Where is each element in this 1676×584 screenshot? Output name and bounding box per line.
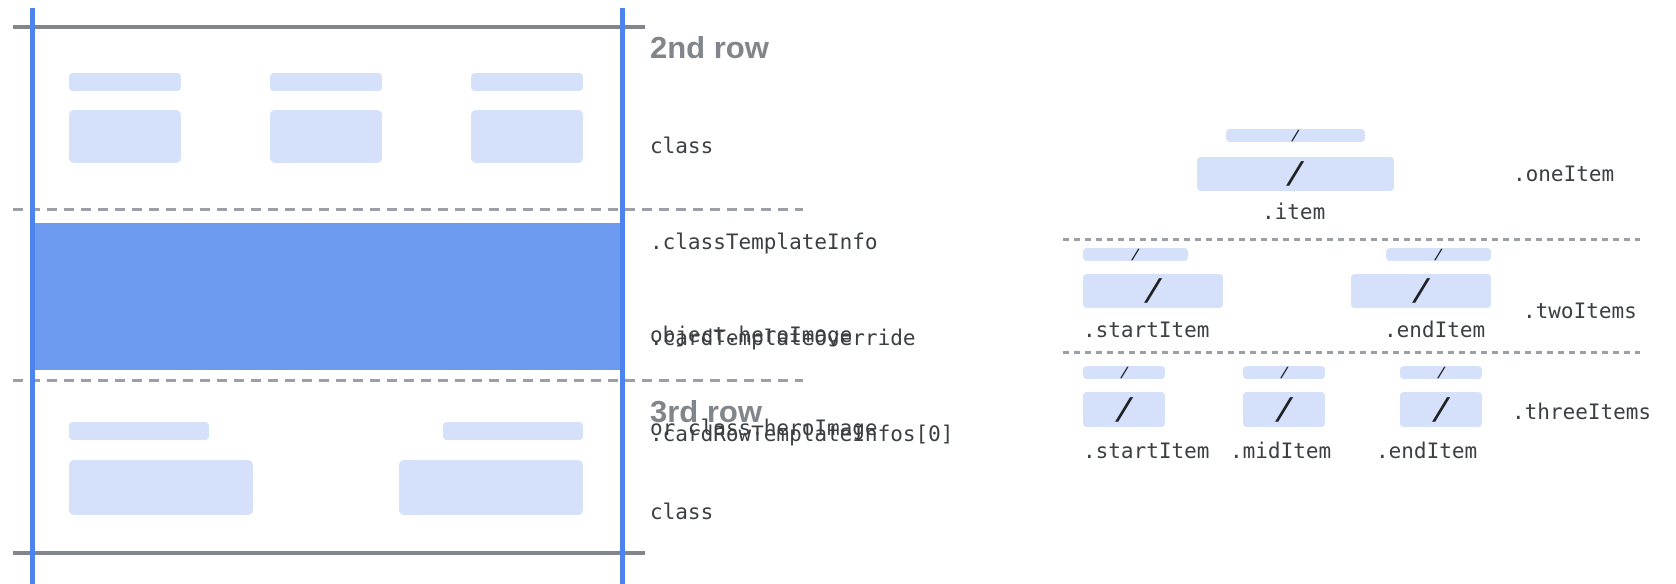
row-separator-1 bbox=[13, 208, 803, 211]
slash-glyph: / bbox=[1112, 391, 1136, 427]
field-value-placeholder bbox=[399, 460, 583, 515]
field-value-placeholder bbox=[69, 110, 181, 163]
enditem-label: .endItem bbox=[1384, 318, 1486, 342]
threeitems-row-label: .threeItems bbox=[1512, 400, 1652, 424]
code-line: or class.heroImage bbox=[650, 416, 878, 440]
items-separator-2 bbox=[1063, 351, 1640, 354]
threeitems-start-label-bar: / bbox=[1083, 364, 1165, 381]
twoitems-start-value-bar: / bbox=[1083, 273, 1223, 308]
oneitem-value-bar: / bbox=[1197, 156, 1394, 191]
field-value-placeholder bbox=[270, 110, 382, 163]
field-label-placeholder bbox=[471, 73, 583, 91]
twoitems-end-value-bar: / bbox=[1351, 273, 1491, 308]
threeitems-mid-label-bar: / bbox=[1243, 364, 1325, 381]
items-separator-1 bbox=[1063, 238, 1640, 241]
card-top-edge bbox=[13, 25, 645, 29]
slash-glyph: / bbox=[1278, 364, 1290, 381]
twoitems-start-label-bar: / bbox=[1083, 246, 1188, 263]
card-bottom-edge bbox=[13, 551, 645, 555]
code-line: .cardTemplateOverride bbox=[650, 326, 916, 350]
twoitems-row-label: .twoItems bbox=[1523, 299, 1637, 323]
slash-glyph: / bbox=[1435, 364, 1447, 381]
field-value-placeholder bbox=[471, 110, 583, 163]
code-line: class bbox=[650, 500, 714, 524]
threeitems-mid-value-bar: / bbox=[1243, 392, 1325, 427]
slash-glyph: / bbox=[1118, 364, 1130, 381]
field-label-placeholder bbox=[270, 73, 382, 91]
threeitems-start-value-bar: / bbox=[1083, 392, 1165, 427]
code-line: class bbox=[650, 134, 714, 158]
item-label: .item bbox=[1262, 200, 1326, 224]
field-label-placeholder bbox=[69, 73, 181, 91]
twoitems-end-label-bar: / bbox=[1386, 246, 1491, 263]
guide-line-left bbox=[30, 8, 35, 584]
oneitem-row-label: .oneItem bbox=[1513, 162, 1615, 186]
guide-line-right bbox=[620, 8, 625, 584]
third-row-title: 3rd row bbox=[650, 394, 762, 429]
hero-code: object.heroImage or class.heroImage bbox=[650, 258, 878, 506]
slash-glyph: / bbox=[1284, 156, 1308, 191]
enditem-label: .endItem bbox=[1376, 439, 1478, 463]
threeitems-end-label-bar: / bbox=[1400, 364, 1482, 381]
field-value-placeholder bbox=[69, 460, 253, 515]
oneitem-label-bar: / bbox=[1226, 127, 1365, 144]
field-label-placeholder bbox=[69, 422, 209, 440]
second-row-title: 2nd row bbox=[650, 30, 769, 65]
slash-glyph: / bbox=[1272, 391, 1296, 427]
slash-glyph: / bbox=[1290, 127, 1301, 144]
code-line: .cardRowTemplateInfos[0] bbox=[650, 422, 954, 446]
slash-glyph: / bbox=[1141, 273, 1165, 308]
slash-glyph: / bbox=[1130, 246, 1141, 263]
startitem-label: .startItem bbox=[1083, 318, 1210, 342]
miditem-label: .midItem bbox=[1230, 439, 1332, 463]
row-separator-2 bbox=[13, 379, 803, 382]
field-label-placeholder bbox=[443, 422, 583, 440]
code-line: object.heroImage bbox=[650, 323, 853, 347]
third-row-code: class .classTemplateInfo .cardTemplateOv… bbox=[650, 432, 953, 584]
threeitems-end-value-bar: / bbox=[1400, 392, 1482, 427]
slash-glyph: / bbox=[1409, 273, 1433, 308]
slash-glyph: / bbox=[1433, 246, 1444, 263]
slash-glyph: / bbox=[1429, 391, 1453, 427]
startitem-label: .startItem bbox=[1083, 439, 1210, 463]
second-row-code: class .classTemplateInfo .cardTemplateOv… bbox=[650, 66, 953, 514]
hero-image-band bbox=[30, 223, 625, 370]
code-line: .classTemplateInfo bbox=[650, 230, 878, 254]
